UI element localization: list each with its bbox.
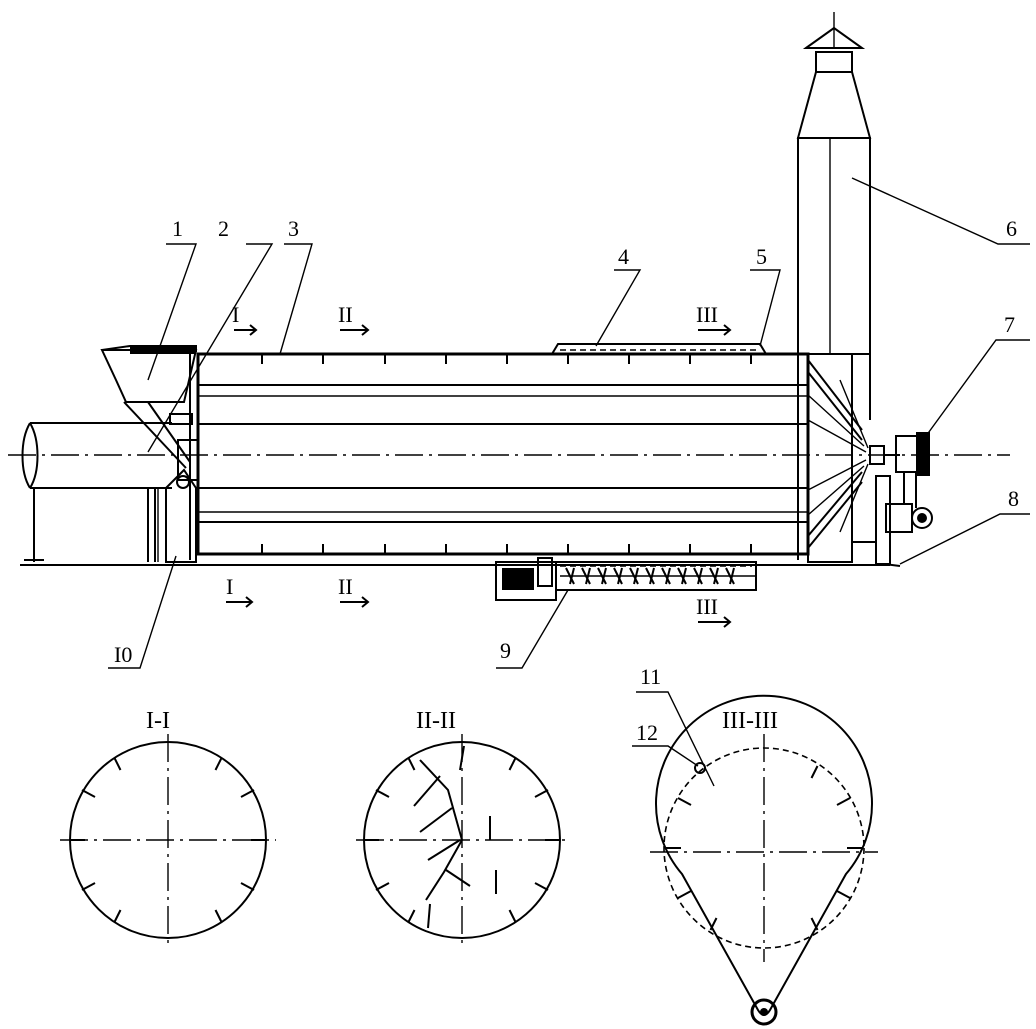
section-marker-III-bottom: III [696, 594, 732, 628]
svg-text:8: 8 [1008, 486, 1019, 511]
svg-text:4: 4 [618, 244, 629, 269]
section-I-I: I-I [60, 708, 276, 948]
screw-conveyor [495, 557, 757, 601]
svg-text:12: 12 [636, 720, 658, 745]
section-marker-II-bottom: II [338, 574, 370, 608]
svg-text:11: 11 [640, 664, 661, 689]
label-1: 1 [147, 216, 197, 381]
top-perforated-panel [551, 343, 767, 355]
svg-text:II: II [338, 302, 353, 327]
svg-text:II: II [338, 574, 353, 599]
feed-hopper [100, 345, 198, 469]
section-marker-I-bottom: I [226, 574, 254, 608]
svg-text:3: 3 [288, 216, 299, 241]
label-4: 4 [595, 244, 642, 347]
label-8: 8 [899, 486, 1030, 565]
svg-text:III-III: III-III [722, 708, 778, 734]
label-2: 2 [147, 216, 274, 453]
left-support [157, 468, 197, 563]
label-3: 3 [279, 216, 313, 355]
svg-text:III: III [696, 302, 718, 327]
section-markers: I II III I II III [226, 302, 732, 628]
section-marker-III-top: III [696, 302, 732, 336]
label-7: 7 [925, 312, 1030, 437]
svg-text:III: III [696, 594, 718, 619]
svg-text:II-II: II-II [416, 708, 456, 734]
screw-shaft-circle [750, 998, 778, 1026]
svg-text:5: 5 [756, 244, 767, 269]
section-II-blades [364, 745, 560, 929]
inlet-pipe [21, 422, 172, 562]
svg-text:7: 7 [1004, 312, 1015, 337]
svg-text:I: I [226, 574, 233, 599]
label-5: 5 [750, 244, 781, 347]
drum-top-blades [261, 354, 752, 364]
svg-text:I0: I0 [114, 642, 132, 667]
leader-labels: 1 2 3 4 5 6 7 8 [108, 177, 1030, 669]
section-III-blades [666, 765, 862, 931]
section-marker-I-top: I [232, 302, 258, 336]
label-6: 6 [851, 177, 1030, 245]
drive-unit [851, 432, 933, 567]
section-marker-II-top: II [338, 302, 370, 336]
svg-text:9: 9 [500, 638, 511, 663]
drum-body [196, 352, 810, 556]
section-I-blades [70, 757, 266, 923]
svg-text:6: 6 [1006, 216, 1017, 241]
svg-text:I-I: I-I [146, 708, 170, 734]
svg-text:2: 2 [218, 216, 229, 241]
section-II-II: II-II [356, 708, 570, 948]
exhaust-chimney [796, 12, 872, 560]
section-III-III: III-III 11 12 [632, 664, 878, 1026]
label-10: I0 [108, 555, 177, 669]
right-end-cone [807, 353, 869, 563]
svg-text:I: I [232, 302, 239, 327]
label-9: 9 [496, 589, 569, 669]
svg-text:1: 1 [172, 216, 183, 241]
drum-bottom-blades [261, 544, 752, 554]
